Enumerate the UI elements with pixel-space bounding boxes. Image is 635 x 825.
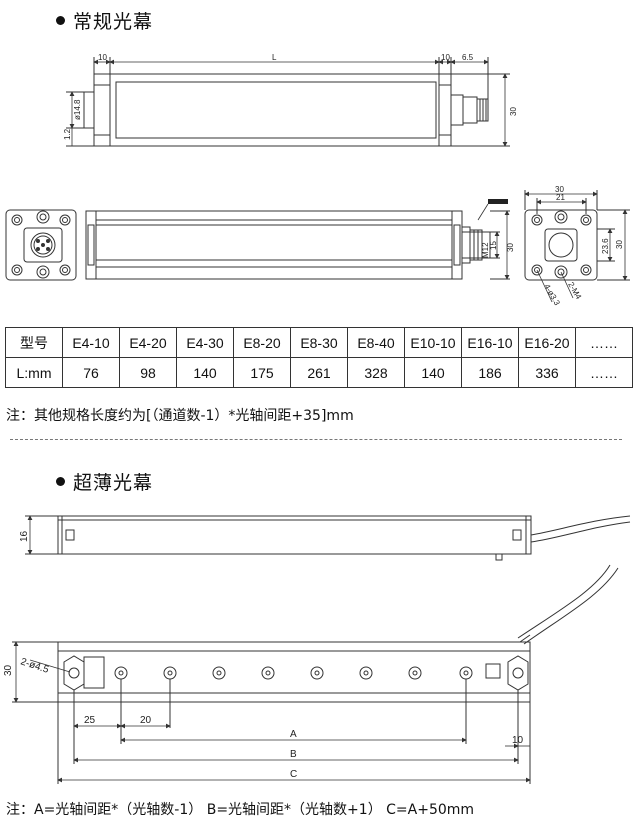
dim-label: 10 xyxy=(441,53,450,62)
table-cell: E8-20 xyxy=(233,327,291,358)
dim-label-C: C xyxy=(290,769,297,780)
bullet-icon xyxy=(56,16,65,25)
dim-label: 25 xyxy=(84,715,96,726)
table-cell: L:mm xyxy=(5,357,63,388)
dim-label-L: L xyxy=(272,53,277,62)
dim-label: 23.6 xyxy=(601,238,610,254)
table-cell: 186 xyxy=(461,357,519,388)
dim-label: 30 xyxy=(555,185,564,194)
thin-front-view xyxy=(12,564,619,784)
dim-label: 21 xyxy=(556,193,565,202)
table-cell: 261 xyxy=(290,357,348,388)
table-cell: E16-10 xyxy=(461,327,519,358)
table-cell: 328 xyxy=(347,357,405,388)
label-tag xyxy=(488,199,508,204)
section-divider xyxy=(10,439,622,440)
dim-label-A: A xyxy=(290,729,297,740)
dim-label: 10 xyxy=(98,53,107,62)
dim-label: 10 xyxy=(512,735,524,746)
dim-label: 30 xyxy=(615,240,624,249)
dim-label: 2-ø4.5 xyxy=(19,656,50,676)
note-standard: 注：其他规格长度约为[（通道数-1）*光轴间距+35]mm xyxy=(6,408,354,424)
note-thin: 注：A=光轴间距*（光轴数-1） B=光轴间距*（光轴数+1） C=A+50mm xyxy=(6,802,475,818)
dim-label: 6.5 xyxy=(462,53,474,62)
dim-label: 1.2 xyxy=(63,128,72,140)
standard-left-end-view xyxy=(5,209,77,281)
spec-table: 型号 E4-10 E4-20 E4-30 E8-20 E8-30 E8-40 E… xyxy=(5,327,633,388)
dim-label: ø14.8 xyxy=(73,99,82,120)
table-cell: 175 xyxy=(233,357,291,388)
dim-label: 2-M4 xyxy=(566,281,583,302)
dim-label: 4-ø3.3 xyxy=(542,283,562,308)
table-cell: …… xyxy=(575,327,633,358)
section-title-text: 常规光幕 xyxy=(73,11,154,33)
table-cell: 140 xyxy=(176,357,234,388)
dim-label: 20 xyxy=(140,715,152,726)
section-title-standard: 常规光幕 xyxy=(56,7,153,34)
table-cell: E4-20 xyxy=(119,327,177,358)
dim-label: M12 xyxy=(481,242,490,258)
table-cell: …… xyxy=(575,357,633,388)
dim-label: 15 xyxy=(489,241,498,250)
section-title-text: 超薄光幕 xyxy=(73,472,154,494)
table-cell: E8-40 xyxy=(347,327,405,358)
dim-label: 30 xyxy=(3,664,14,676)
section-title-thin: 超薄光幕 xyxy=(56,468,153,495)
table-cell: E4-10 xyxy=(62,327,120,358)
table-cell: E4-30 xyxy=(176,327,234,358)
thin-top-view xyxy=(25,515,631,561)
table-cell: 76 xyxy=(62,357,120,388)
bullet-icon xyxy=(56,477,65,486)
table-cell: E10-10 xyxy=(404,327,462,358)
standard-top-view xyxy=(66,57,510,147)
table-cell: 140 xyxy=(404,357,462,388)
table-cell: E16-20 xyxy=(518,327,576,358)
dim-label-B: B xyxy=(290,749,297,760)
dim-label: 30 xyxy=(506,243,515,252)
standard-side-view xyxy=(85,210,510,280)
dim-label: 30 xyxy=(509,107,518,116)
table-row: L:mm 76 98 140 175 261 328 140 186 336 …… xyxy=(5,357,633,388)
standard-right-end-view xyxy=(524,190,630,281)
table-cell: E8-30 xyxy=(290,327,348,358)
table-cell: 98 xyxy=(119,357,177,388)
table-row-header: 型号 E4-10 E4-20 E4-30 E8-20 E8-30 E8-40 E… xyxy=(5,327,633,358)
table-cell: 336 xyxy=(518,357,576,388)
table-cell: 型号 xyxy=(5,327,63,358)
dim-label: 16 xyxy=(19,530,30,542)
